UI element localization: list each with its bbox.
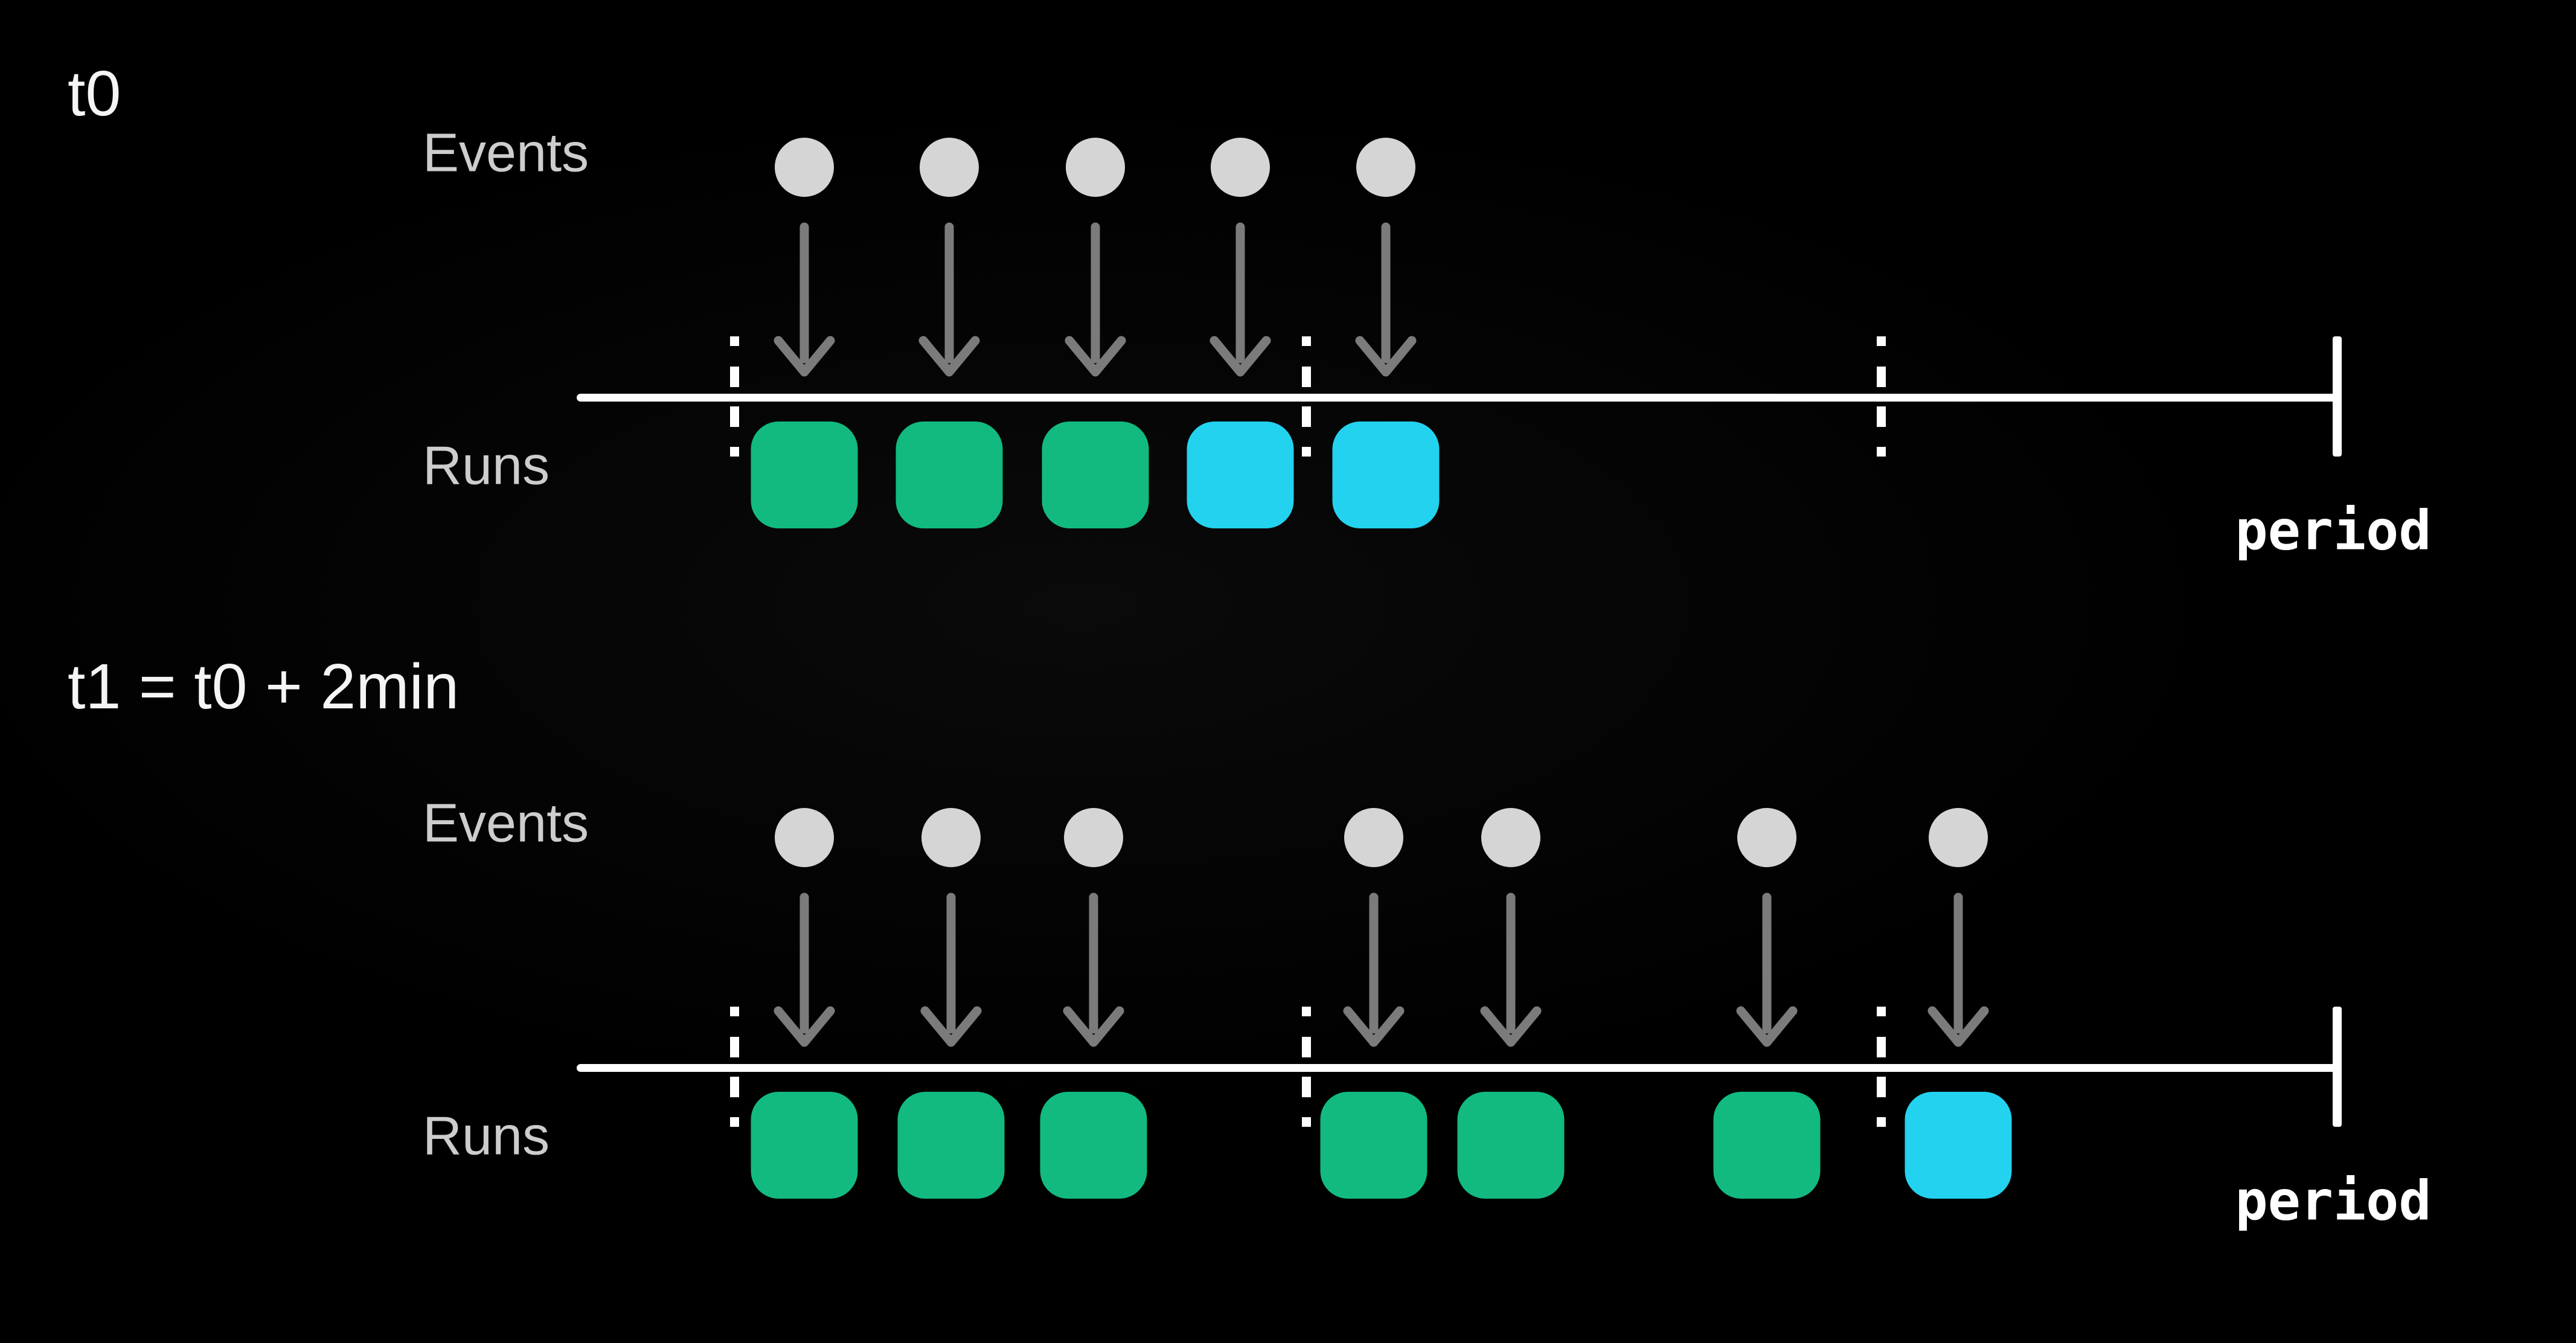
- period-boundary-mark: [1301, 1007, 1311, 1127]
- run-box-cyan: [1187, 421, 1294, 528]
- event-circle: [1356, 138, 1415, 197]
- timeline-end-cap: [2332, 1007, 2342, 1127]
- runs-label: Runs: [423, 435, 550, 496]
- event-circle: [1064, 808, 1123, 867]
- run-box-green: [1040, 1092, 1147, 1199]
- arrow-down-icon: [774, 222, 835, 377]
- runs-label: Runs: [423, 1106, 550, 1167]
- event-circle: [1481, 808, 1540, 867]
- timeline: [577, 1063, 2337, 1072]
- arrow-down-icon: [1065, 222, 1126, 377]
- event-circle: [775, 138, 834, 197]
- arrow-down-icon: [920, 893, 982, 1047]
- run-box-cyan: [1905, 1092, 2012, 1199]
- period-boundary-mark: [1876, 1007, 1886, 1127]
- event-circle: [1344, 808, 1403, 867]
- run-box-green: [897, 1092, 1005, 1199]
- run-box-green: [751, 421, 858, 528]
- arrow-down-icon: [918, 222, 980, 377]
- event-circle: [1211, 138, 1270, 197]
- timeline-end-cap: [2332, 336, 2342, 457]
- run-box-green: [1457, 1092, 1565, 1199]
- period-boundary-mark: [1876, 336, 1886, 457]
- period-boundary-mark: [1301, 336, 1311, 457]
- event-circle: [775, 808, 834, 867]
- event-circle: [1929, 808, 1988, 867]
- section-title: t1 = t0 + 2min: [68, 651, 460, 722]
- arrow-down-icon: [774, 893, 835, 1047]
- arrow-down-icon: [1355, 222, 1417, 377]
- event-circle: [1066, 138, 1125, 197]
- run-box-cyan: [1332, 421, 1440, 528]
- event-circle: [920, 138, 979, 197]
- arrow-down-icon: [1927, 893, 1989, 1047]
- arrow-down-icon: [1210, 222, 1271, 377]
- period-label: period: [2235, 1169, 2432, 1233]
- arrow-down-icon: [1063, 893, 1124, 1047]
- run-box-green: [1713, 1092, 1821, 1199]
- period-boundary-mark: [729, 336, 739, 457]
- arrow-down-icon: [1736, 893, 1798, 1047]
- section-title: t0: [68, 58, 121, 129]
- events-label: Events: [423, 793, 589, 854]
- event-circle: [921, 808, 981, 867]
- run-box-green: [1320, 1092, 1427, 1199]
- arrow-down-icon: [1343, 893, 1405, 1047]
- run-box-green: [751, 1092, 858, 1199]
- event-circle: [1737, 808, 1796, 867]
- events-label: Events: [423, 123, 589, 184]
- run-box-green: [1042, 421, 1149, 528]
- timeline: [577, 393, 2337, 402]
- run-box-green: [896, 421, 1003, 528]
- period-boundary-mark: [729, 1007, 739, 1127]
- period-label: period: [2235, 499, 2432, 563]
- arrow-down-icon: [1480, 893, 1542, 1047]
